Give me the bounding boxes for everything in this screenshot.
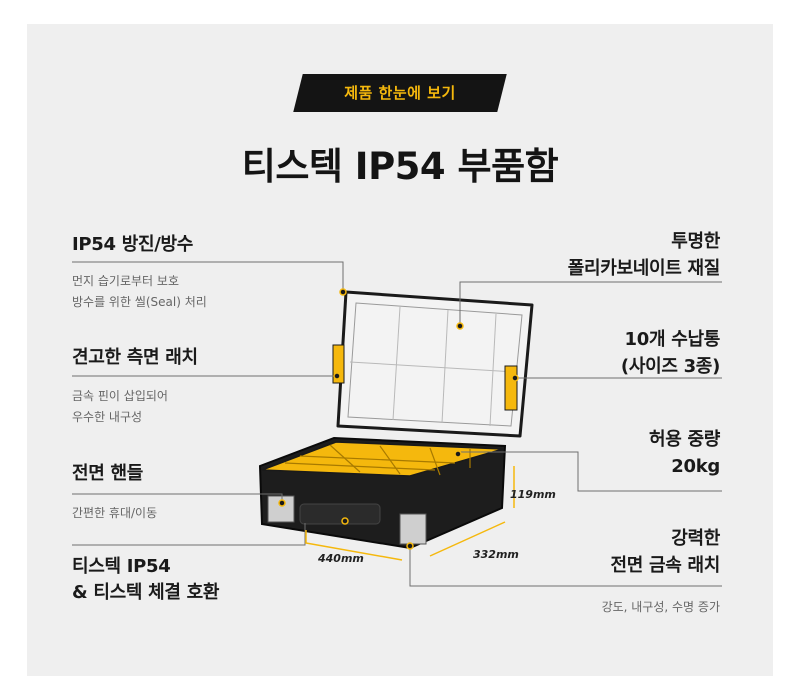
feature-bins-title-1: 10개 수납통 (624, 329, 721, 350)
feature-side-latch-desc-1: 금속 핀이 삽입되어 (72, 389, 168, 403)
front-handle (299, 503, 381, 525)
feature-material-title-2: 폴리카보네이트 재질 (567, 258, 721, 279)
lid-grid (349, 306, 517, 427)
feature-ip54-desc-2: 방수를 위한 씰(Seal) 처리 (72, 295, 207, 309)
feature-material-title-1: 투명한 (671, 231, 720, 252)
dimension-height: 119mm (510, 488, 556, 501)
feature-weight-title-2: 20kg (671, 456, 720, 477)
bin-tray (261, 441, 504, 477)
feature-ip54-title: IP54 방진/방수 (72, 234, 194, 255)
feature-handle-title: 전면 핸들 (72, 463, 144, 484)
dimension-width: 440mm (318, 552, 364, 565)
feature-front-latch-title-2: 전면 금속 래치 (610, 555, 721, 576)
callout-dots (278, 288, 519, 550)
feature-ip54-desc-1: 먼지 습기로부터 보호 (72, 274, 179, 288)
feature-handle-desc: 간편한 휴대/이동 (72, 506, 158, 520)
feature-compat-title-1: 티스텍 IP54 (72, 556, 171, 577)
product-title: 티스텍 IP54 부품함 (241, 145, 559, 188)
lid-side-latch-left (332, 344, 345, 384)
feature-front-latch-title-1: 강력한 (671, 528, 720, 549)
callout-lines (72, 261, 722, 587)
dimension-depth: 332mm (473, 548, 519, 561)
feature-front-latch-desc: 강도, 내구성, 수명 증가 (601, 600, 720, 614)
feature-bins-title-2: (사이즈 3종) (620, 356, 720, 377)
front-latch-right (399, 513, 427, 545)
feature-side-latch-title: 견고한 측면 래치 (72, 347, 198, 368)
lid-side-latch-right (504, 365, 518, 411)
bin-dividers (284, 444, 471, 476)
feature-compat-title-2: & 티스텍 체결 호환 (72, 582, 220, 603)
dimension-lines (305, 466, 515, 561)
feature-side-latch-desc-2: 우수한 내구성 (72, 410, 143, 424)
feature-weight-title-1: 허용 중량 (648, 429, 720, 450)
section-badge: 제품 한눈에 보기 (344, 84, 456, 102)
lid-inner (347, 302, 523, 427)
